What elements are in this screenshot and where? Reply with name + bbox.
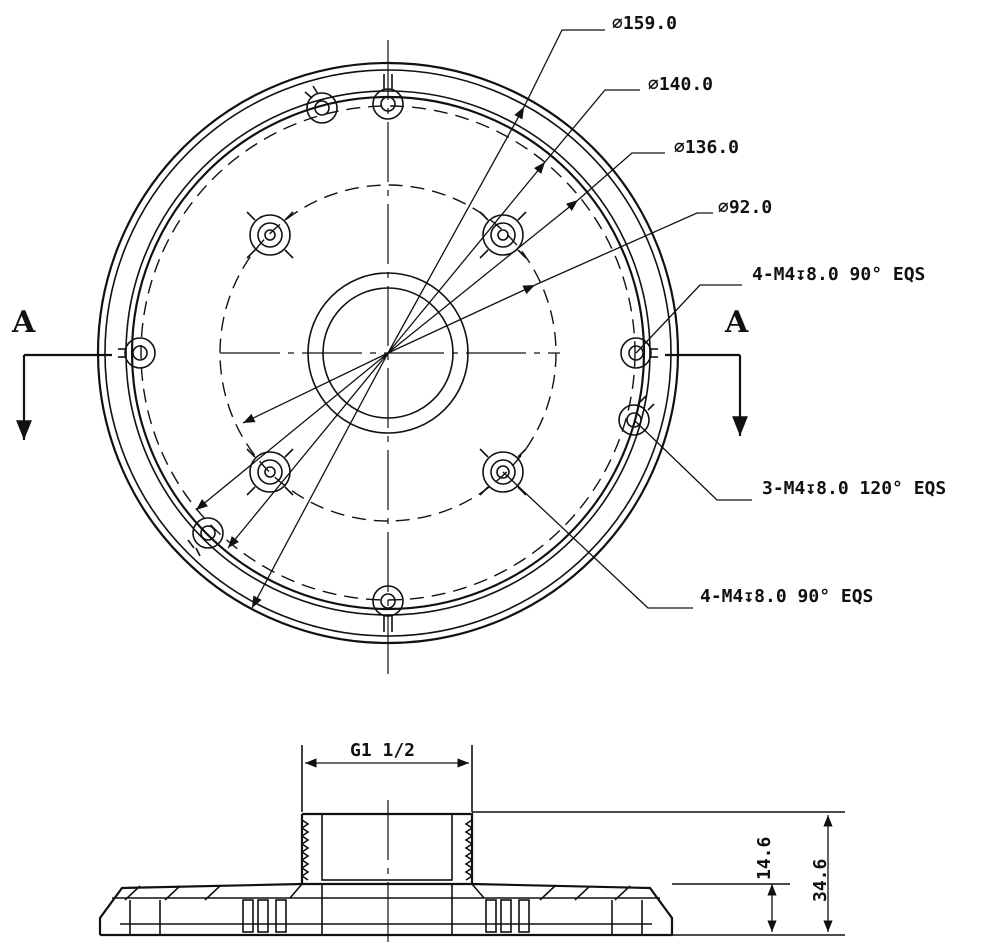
leader-92 [534,212,713,286]
leader-4-holes-bottom [502,471,693,609]
dim-line-92-lower [242,352,389,424]
section-label-right: A [724,305,749,340]
outer-hole-lower-right [618,395,655,436]
callout-diameter-159: ∅159.0 [612,13,677,34]
dim-line-140-upper [387,161,546,354]
outer-hole-lower-left [187,517,224,557]
dim-line-136-upper [387,199,579,354]
dim-line-159-lower [251,352,389,609]
callout-diameter-140: ∅140.0 [648,74,713,95]
rib-details [242,883,530,935]
outer-hole-right [620,337,658,369]
height-total-label: 34.6 [810,859,831,902]
leader-136 [577,152,665,201]
side-view: G1 1/2 14.6 3 [98,740,845,945]
dim-line-140-lower [195,352,389,511]
dim-line-159-upper [387,106,525,354]
callout-4-holes-top: 4-M4↧8.0 90° EQS [752,264,925,285]
dim-line-92-upper [387,284,536,354]
callout-3-holes: 3-M4↧8.0 120° EQS [762,478,946,499]
plan-view: ∅159.0 ∅140.0 ∅136.0 ∅92.0 4-M4↧8.0 90° … [11,13,946,680]
inner-boss-se [479,448,527,496]
height-small-label: 14.6 [754,837,775,880]
thread-left [300,819,310,881]
boss-outline [300,812,474,886]
inner-boss-ne [479,211,527,259]
outer-hole-top-left [304,85,338,124]
base-outline [98,882,674,937]
outer-hole-bottom [372,585,404,632]
callout-diameter-92: ∅92.0 [718,197,772,218]
leader-159 [523,29,605,108]
inner-boss-sw [246,448,294,496]
outer-hole-left [118,337,156,369]
thread-label: G1 1/2 [350,740,415,761]
thread-right [464,819,474,881]
section-label-left: A [11,305,36,340]
dim-line-136-lower [227,352,389,549]
inner-boss-nw [246,211,294,259]
callout-diameter-136: ∅136.0 [674,137,739,158]
callout-4-holes-bottom: 4-M4↧8.0 90° EQS [700,586,873,607]
outer-hole-top [372,74,404,120]
leader-4-holes-top [635,284,742,354]
leader-3-holes [633,419,752,501]
boss-bore [321,813,453,881]
leader-140 [544,89,640,163]
base-hatching [124,885,643,935]
